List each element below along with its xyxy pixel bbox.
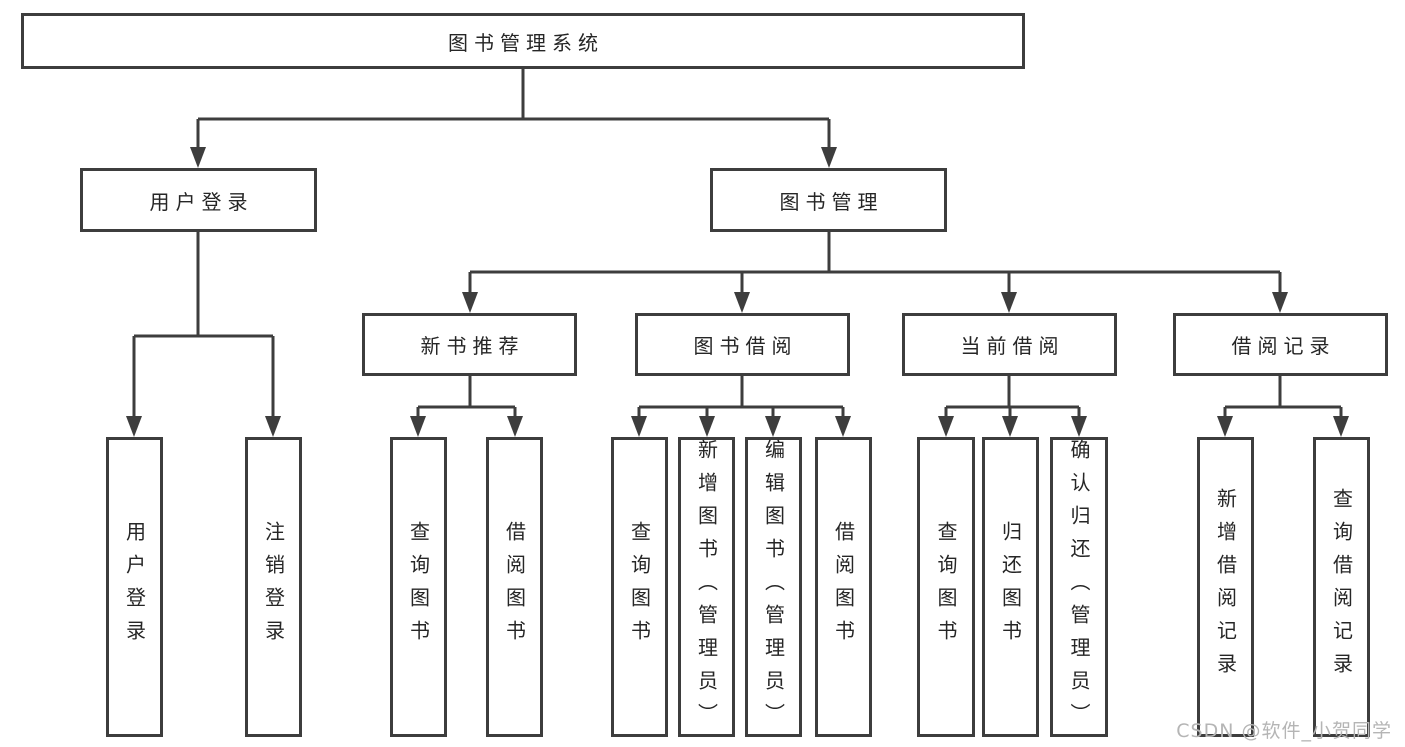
arrowhead-icon (265, 416, 281, 437)
arrowhead-icon (631, 416, 647, 437)
leaf-borrow-borrow-book: 借阅图书 (815, 437, 872, 737)
leaf-current-query-book: 查询图书 (917, 437, 975, 737)
connector-root-to-level1 (196, 69, 831, 150)
arrowhead-icon (190, 147, 206, 168)
arrowhead-icon (410, 416, 426, 437)
leaf-label: 查询借阅记录 (1329, 488, 1354, 686)
arrowhead-icon (1217, 416, 1233, 437)
leaf-label: 编辑图书（管理员） (761, 438, 786, 736)
arrowhead-icon (938, 416, 954, 437)
leaf-label: 新增借阅记录 (1213, 488, 1238, 686)
leaf-label: 借阅图书 (831, 521, 856, 653)
arrowhead-icon (821, 147, 837, 168)
arrowhead-icon (1002, 416, 1018, 437)
node-book-borrow: 图书借阅 (635, 313, 850, 376)
node-new-book-recommend: 新书推荐 (362, 313, 577, 376)
watermark: CSDN @软件_小贺同学 (1176, 720, 1392, 742)
arrowhead-icon (1272, 292, 1288, 313)
node-user-login: 用户登录 (80, 168, 317, 232)
leaf-user-login: 用户登录 (106, 437, 163, 737)
arrowhead-icon (1001, 292, 1017, 313)
leaf-current-return-book: 归还图书 (982, 437, 1039, 737)
leaf-records-query-record: 查询借阅记录 (1313, 437, 1370, 737)
leaf-label: 用户登录 (122, 521, 147, 653)
arrowhead-icon (1333, 416, 1349, 437)
leaf-borrow-edit-book-admin: 编辑图书（管理员） (745, 437, 802, 737)
leaf-label: 查询图书 (406, 521, 431, 653)
connector-book-borrow-split (637, 376, 845, 419)
leaf-current-confirm-return-admin: 确认归还（管理员） (1050, 437, 1108, 737)
arrowhead-icon (1071, 416, 1087, 437)
leaf-label: 查询图书 (627, 521, 652, 653)
leaf-borrow-query-book: 查询图书 (611, 437, 668, 737)
leaf-label: 新增图书（管理员） (694, 438, 719, 736)
connector-current-borrow-split (944, 376, 1081, 419)
leaf-label: 查询图书 (934, 521, 958, 653)
connector-user-login-split (132, 232, 275, 419)
leaf-label: 确认归还（管理员） (1067, 438, 1091, 736)
leaf-new-borrow-book: 借阅图书 (486, 437, 543, 737)
arrowhead-icon (835, 416, 851, 437)
node-current-borrow: 当前借阅 (902, 313, 1117, 376)
arrowhead-icon (699, 416, 715, 437)
leaf-label: 归还图书 (998, 521, 1023, 653)
leaf-borrow-add-book-admin: 新增图书（管理员） (678, 437, 735, 737)
leaf-records-add-record: 新增借阅记录 (1197, 437, 1254, 737)
leaf-label: 借阅图书 (502, 521, 527, 653)
node-root: 图书管理系统 (21, 13, 1025, 69)
leaf-logout: 注销登录 (245, 437, 302, 737)
arrowhead-icon (734, 292, 750, 313)
arrowhead-icon (765, 416, 781, 437)
connector-paths (132, 69, 1343, 419)
arrowhead-icon (507, 416, 523, 437)
connector-borrow-records-split (1223, 376, 1343, 419)
leaf-label: 注销登录 (261, 521, 286, 653)
arrow-heads (126, 147, 1349, 437)
leaf-new-query-book: 查询图书 (390, 437, 447, 737)
arrowhead-icon (462, 292, 478, 313)
node-borrow-records: 借阅记录 (1173, 313, 1388, 376)
arrowhead-icon (126, 416, 142, 437)
node-book-management: 图书管理 (710, 168, 947, 232)
connector-book-management-split (468, 232, 1282, 295)
connector-new-book-split (416, 376, 517, 419)
